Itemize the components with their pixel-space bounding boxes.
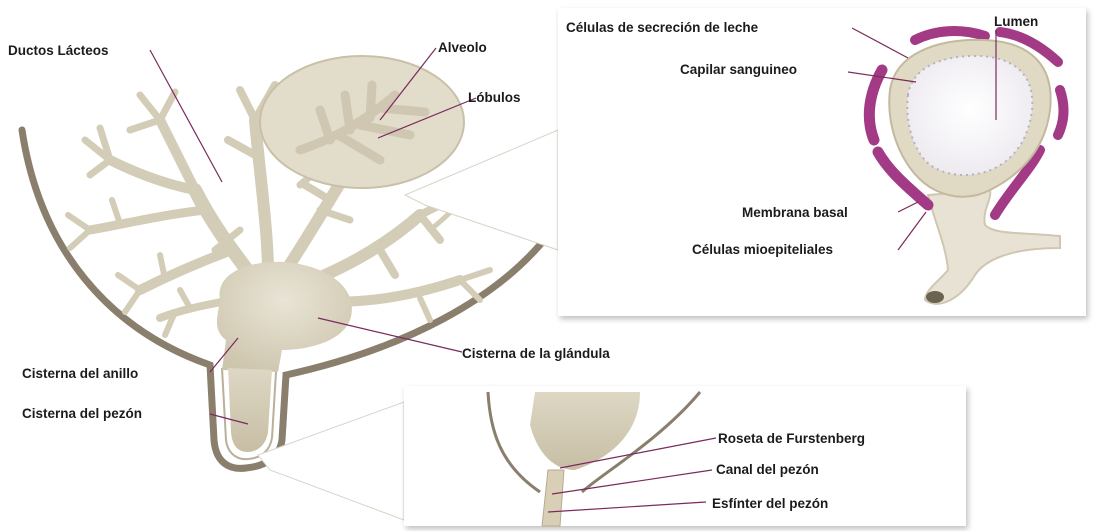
teat-inset	[404, 386, 966, 526]
label-cisterna-pezon: Cisterna del pezón	[22, 406, 142, 421]
label-celulas-mio: Células mioepiteliales	[692, 242, 833, 257]
alveolus-inset	[558, 8, 1086, 316]
lobule	[260, 56, 464, 188]
label-membrana-basal: Membrana basal	[742, 205, 848, 220]
label-alveolo: Alveolo	[438, 40, 487, 55]
label-lumen: Lumen	[994, 14, 1038, 29]
label-cisterna-glandula: Cisterna de la glándula	[462, 346, 610, 361]
label-ductos-lacteos: Ductos Lácteos	[8, 43, 109, 58]
gland-cistern	[217, 262, 352, 372]
label-celulas-secrecion: Células de secreción de leche	[566, 20, 759, 35]
label-roseta: Roseta de Furstenberg	[718, 431, 865, 446]
teat-cistern	[228, 368, 272, 452]
label-lobulos: Lóbulos	[468, 90, 521, 105]
label-capilar: Capilar sanguineo	[680, 62, 797, 77]
label-canal-pezon: Canal del pezón	[716, 462, 819, 477]
label-esfinter: Esfínter del pezón	[712, 496, 828, 511]
label-cisterna-anillo: Cisterna del anillo	[22, 366, 138, 381]
